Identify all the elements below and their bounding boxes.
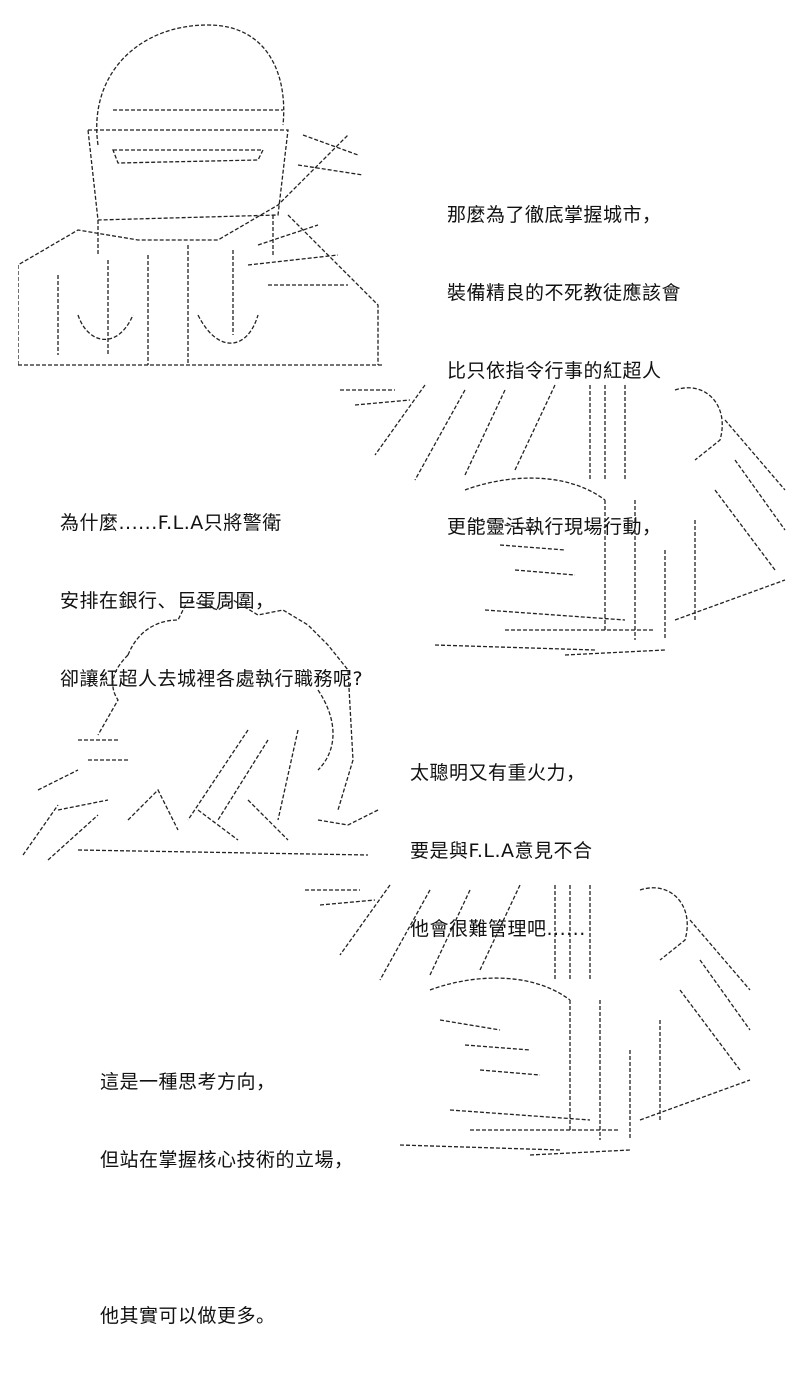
panel-1: 那麼為了徹底掌握城市， 裝備精良的不死教徒應該會 比只依指令行事的紅超人 更能靈… [0, 0, 800, 538]
dialog-text-2: 為什麼......F.L.A只將警衛 安排在銀行、巨蛋周圍， 卻讓紅超人去城裡各… [60, 458, 363, 744]
dialog-line: 裝備精良的不死教徒應該會 [447, 282, 682, 304]
dialog-line: 這是一種思考方向， [100, 1071, 276, 1093]
dialog-line: 卻讓紅超人去城裡各處執行職務呢? [60, 668, 364, 690]
spiky-figure-back-ascii-art [18, 590, 388, 870]
dialog-line: 那麼為了徹底掌握城市， [447, 204, 662, 226]
helmeted-figure-ascii-art [18, 15, 383, 370]
dialog-line: 要是與F.L.A意見不合 [410, 840, 593, 862]
dialog-line [100, 1225, 354, 1251]
dialog-line: 但站在掌握核心技術的立場， [100, 1149, 354, 1171]
panel-4: 這是一種思考方向， 但站在掌握核心技術的立場， 他其實可以做更多。 [0, 880, 800, 1327]
dialog-line: 安排在銀行、巨蛋周圍， [60, 590, 275, 612]
dialog-line: 更能靈活執行現場行動， [447, 516, 662, 538]
dialog-line: 比只依指令行事的紅超人 [447, 360, 662, 382]
panel-3: 太聰明又有重火力， 要是與F.L.A意見不合 他會很難管理吧...... [0, 590, 800, 940]
dialog-line: 他其實可以做更多。 [100, 1305, 276, 1327]
dialog-text-1: 那麼為了徹底掌握城市， 裝備精良的不死教徒應該會 比只依指令行事的紅超人 更能靈… [447, 150, 681, 592]
dialog-line: 太聰明又有重火力， [410, 762, 586, 784]
panel-2: 為什麼......F.L.A只將警衛 安排在銀行、巨蛋周圍， 卻讓紅超人去城裡各… [0, 380, 800, 690]
dialog-text-4: 這是一種思考方向， 但站在掌握核心技術的立場， 他其實可以做更多。 [100, 1017, 354, 1381]
dialog-line: 為什麼......F.L.A只將警衛 [60, 512, 282, 534]
crouching-figure-ascii-art [335, 380, 790, 660]
crouching-figure-ascii-art [300, 880, 755, 1160]
